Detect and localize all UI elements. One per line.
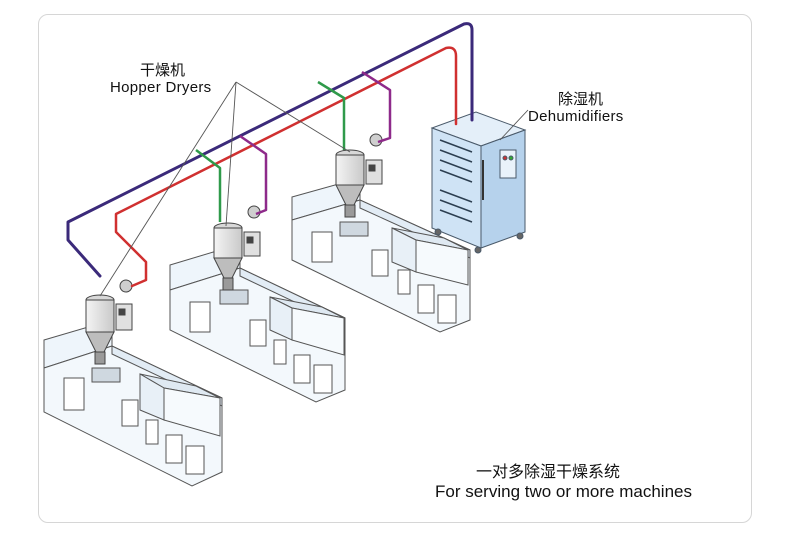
dehumidifier-label-en: Dehumidifiers [528,108,624,125]
system-title-cn: 一对多除湿干燥系统 [476,462,621,481]
dehumidifier-label-cn: 除湿机 [558,90,604,108]
return-air-pipe [114,46,458,288]
molding-machine-2 [169,243,346,403]
hopper-dryer-2 [213,205,261,291]
hopper-dryer-label-cn: 干燥机 [140,61,186,79]
system-title-en: For serving two or more machines [435,482,692,501]
dehumidifier-unit [430,111,527,254]
hopper-dryer-label-en: Hopper Dryers [110,79,212,96]
branch-pipes-purple [239,70,392,216]
molding-machine-3 [291,177,471,333]
molding-machine-1 [43,319,223,487]
dry-air-supply-pipe [66,22,474,278]
hopper-dryer-3 [335,133,383,218]
hopper-dryer-1 [85,279,133,365]
hopper-dryer-leader-lines [99,81,351,297]
dehumidifier-leader-line [499,109,529,141]
branch-pipes-green [195,80,346,222]
